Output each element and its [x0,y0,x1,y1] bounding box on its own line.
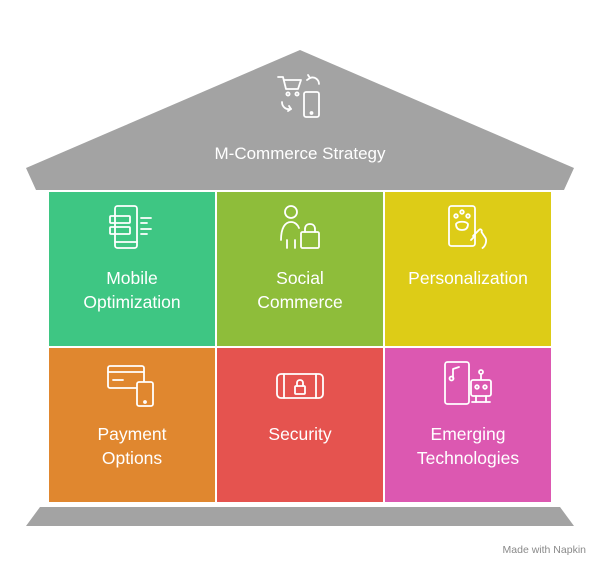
cart-phone-sync-icon [277,74,320,118]
pillar-label: Security [268,424,332,444]
card-phone-icon [107,365,154,407]
pillar-label: Personalization [408,268,528,288]
pillar-label: Technologies [416,448,520,468]
pillar-label: Options [101,448,163,468]
pillar-label: Social [276,268,324,288]
pillar-label: Optimization [83,292,181,312]
pillar-label: Mobile [106,268,158,288]
pillar-label: Emerging [430,424,506,444]
pillar-payment-options: Payment Options [49,348,215,502]
tap-personalize-icon [448,205,487,249]
watermark-text: Made with Napkin [502,544,586,556]
robot-music-icon [444,361,492,405]
napkin-watermark: Made with Napkin [503,544,586,556]
pillar-security: Security [217,348,383,502]
pillar-emerging-technologies: Emerging Technologies [385,348,551,502]
pillar-mobile-optimization: Mobile Optimization [49,192,215,346]
pillar-label: Commerce [257,292,343,312]
pillar-label: Payment [97,424,167,444]
mobile-screen-icon [109,205,152,249]
foundation [26,507,574,526]
pillar-personalization: Personalization [385,192,551,346]
shopper-bag-icon [280,205,320,249]
pillar-social-commerce: Social Commerce [217,192,383,346]
secure-phone-icon [276,373,324,399]
diagram-title: M-Commerce Strategy [214,144,386,163]
